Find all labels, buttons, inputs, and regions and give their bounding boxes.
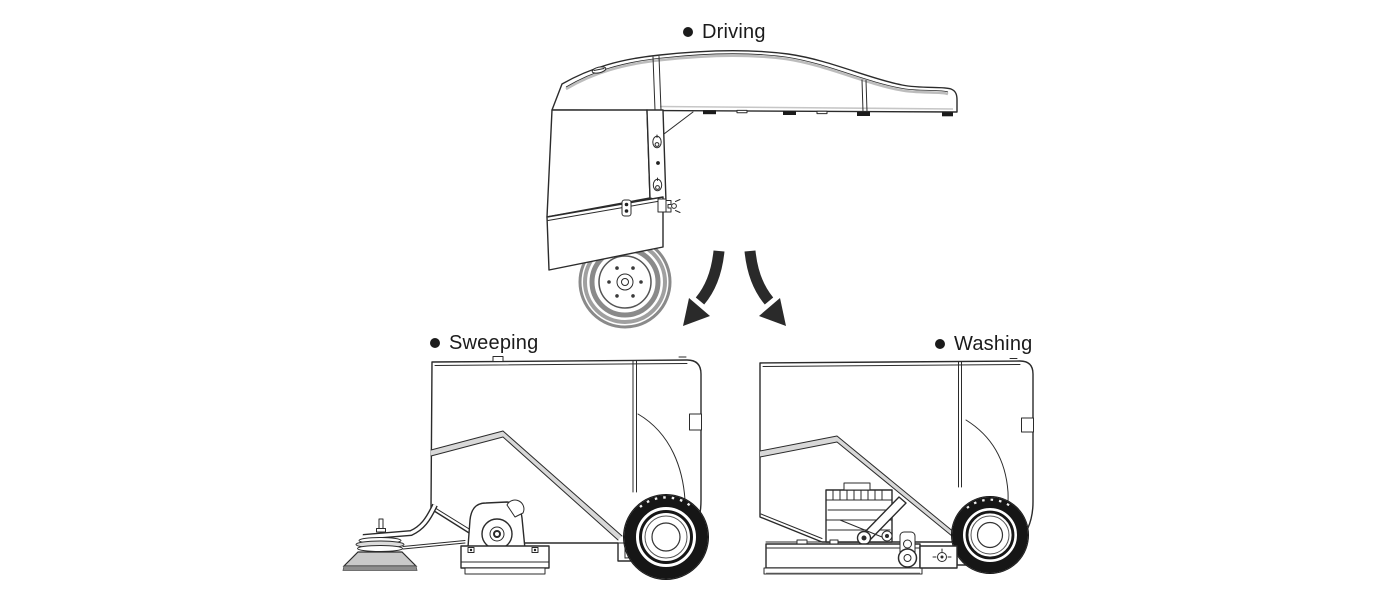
mode-bullet-icon xyxy=(430,338,440,348)
caster-wheel xyxy=(897,531,918,568)
sweeping-mode-label: Sweeping xyxy=(430,331,538,355)
driving-mode-label-text: Driving xyxy=(702,21,766,43)
folded-canopy-band xyxy=(430,430,623,541)
sweeping-brush-motor xyxy=(460,499,550,575)
folded-canopy-band xyxy=(759,435,956,537)
canopy-stay-line xyxy=(659,111,694,138)
washing-scrub-motor xyxy=(825,482,907,546)
sweeping-rear-wheel xyxy=(623,494,709,580)
driving-door-panel xyxy=(546,196,664,271)
washing-deck xyxy=(763,531,958,575)
brush-skirt xyxy=(342,551,418,567)
washing-mode-label: Washing xyxy=(935,332,1032,356)
brush-pin xyxy=(378,518,384,530)
driving-front-body xyxy=(546,109,681,271)
latch-icon xyxy=(652,134,662,149)
transform-arrow-right-icon xyxy=(744,250,786,326)
driving-vehicle-illustration xyxy=(546,50,958,329)
sweeping-mode-label-text: Sweeping xyxy=(449,332,539,354)
mode-bullet-icon xyxy=(935,339,945,349)
hitch-coupler xyxy=(657,198,681,213)
driving-mode-label: Driving xyxy=(683,20,766,44)
transform-arrow-left-icon xyxy=(683,250,725,326)
sweeping-vehicle-illustration xyxy=(342,356,709,580)
latch-icon xyxy=(652,177,663,192)
washing-mode-label-text: Washing xyxy=(954,333,1033,355)
washing-vehicle-illustration xyxy=(759,358,1034,575)
transform-arrows xyxy=(683,250,786,326)
washing-rear-wheel xyxy=(951,496,1029,574)
hose-connector-icon xyxy=(932,548,952,562)
body-notch xyxy=(689,413,702,431)
body-notch xyxy=(1021,417,1034,433)
mode-bullet-icon xyxy=(683,27,693,37)
sweeping-brush-assembly xyxy=(342,503,466,571)
driving-canopy xyxy=(551,50,958,138)
